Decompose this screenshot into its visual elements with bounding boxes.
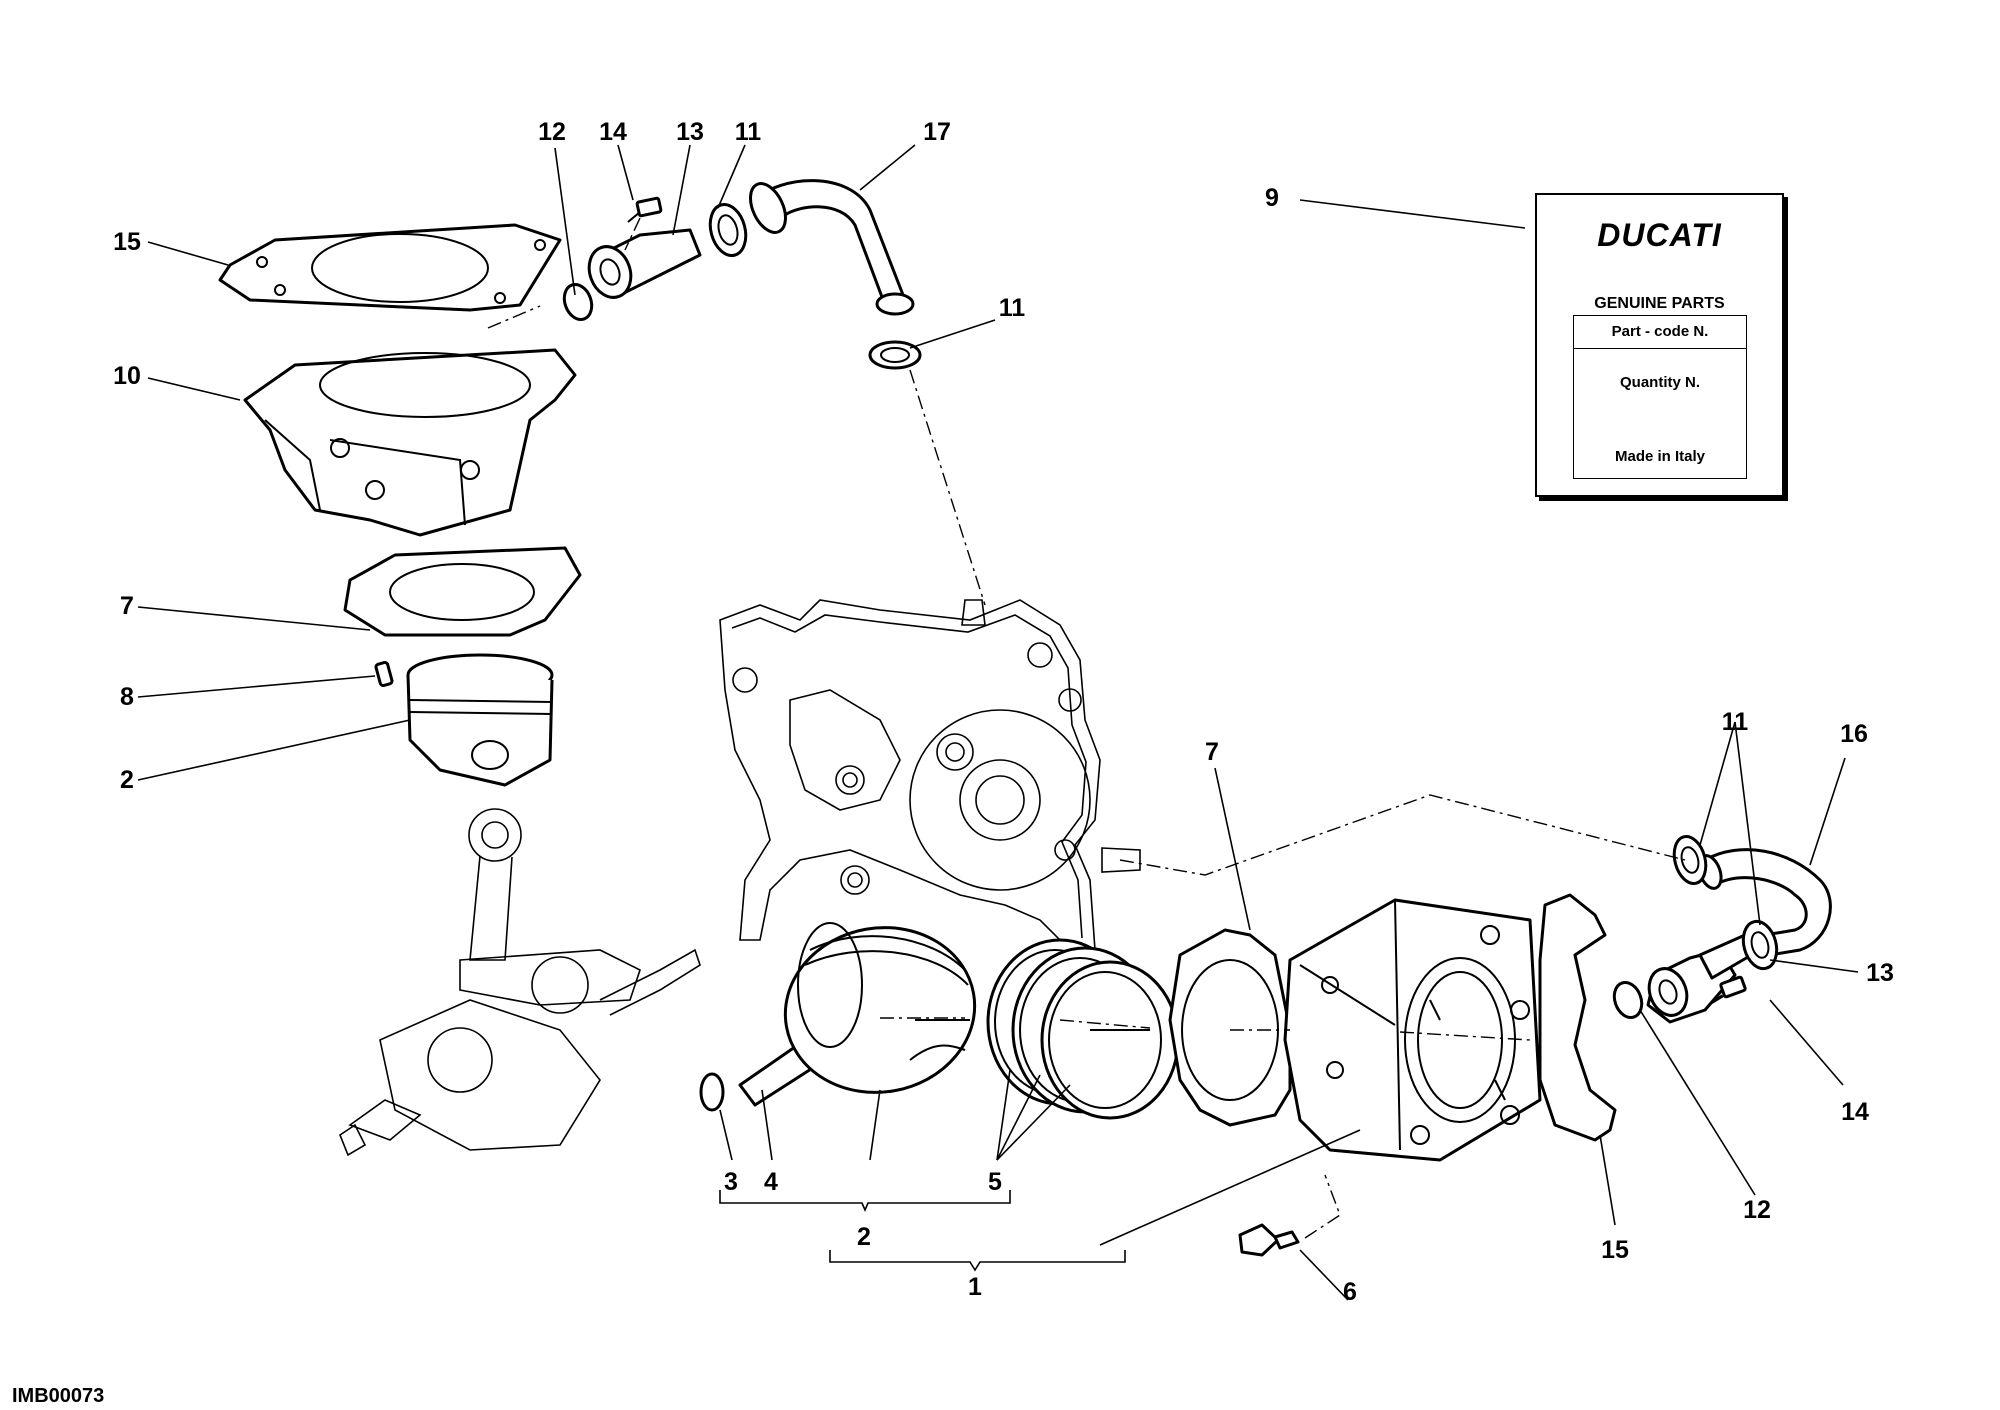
callout-13: 13	[676, 118, 704, 146]
label-info-box: Part - code N. Quantity N. Made in Italy	[1573, 315, 1747, 479]
o-ring-top	[562, 283, 594, 321]
hose-clamp-top-left	[708, 203, 748, 257]
cylinder-top	[243, 348, 577, 537]
callout-10: 10	[113, 362, 141, 390]
made-in-text: Made in Italy	[1614, 448, 1706, 465]
piston-top	[406, 653, 554, 787]
brace-cylinder-assembly	[829, 1250, 1126, 1272]
genuine-parts-label: DUCATI GENUINE PARTS Part - code N. Quan…	[1535, 193, 1784, 497]
brace-piston-assembly	[719, 1190, 1011, 1213]
cylinder-screw	[1238, 1223, 1300, 1257]
genuine-parts-text: GENUINE PARTS	[1594, 295, 1725, 312]
cylinder-head-gasket-top	[218, 223, 562, 312]
piston-bottom	[783, 922, 977, 1094]
callout-7: 7	[1205, 738, 1219, 766]
crankshaft-and-conrod	[339, 808, 701, 1157]
callout-15: 15	[113, 228, 141, 256]
o-ring-bottom	[1612, 981, 1644, 1019]
callout-2: 2	[120, 766, 134, 794]
callout-labels: 12 14 13 11 17 11 9 15 10 7 8 2 7 11 16 …	[113, 118, 1894, 1306]
leader-lines	[137, 144, 1859, 1301]
callout-6: 6	[1343, 1278, 1357, 1306]
bolt-bottom	[1711, 975, 1747, 1004]
callout-11: 11	[999, 294, 1026, 322]
diagram-reference-code: IMB00073	[12, 1385, 105, 1407]
water-union-top	[587, 228, 702, 299]
callout-3: 3	[724, 1168, 738, 1196]
part-code-text: Part - code N.	[1611, 323, 1709, 340]
callout-12: 12	[538, 118, 566, 146]
callout-12: 12	[1743, 1196, 1771, 1224]
brand-logo-text: DUCATI	[1597, 217, 1722, 253]
callout-14: 14	[1841, 1098, 1869, 1126]
crankcase-outline	[719, 599, 1141, 951]
dowel-pin	[374, 660, 394, 688]
assembly-lines	[487, 217, 1723, 1239]
hose-clamp-top-right	[868, 340, 922, 370]
callout-7: 7	[120, 592, 134, 620]
circlip	[699, 1072, 725, 1112]
callout-13: 13	[1866, 959, 1894, 987]
callout-5: 5	[988, 1168, 1002, 1196]
callout-11: 11	[1722, 708, 1749, 736]
cylinder-bottom	[1283, 898, 1542, 1162]
hose-clamp-bottom-left	[1672, 834, 1708, 886]
callout-16: 16	[1840, 720, 1868, 748]
base-gasket-top	[343, 546, 582, 637]
quantity-text: Quantity N.	[1619, 374, 1700, 391]
callout-4: 4	[764, 1168, 778, 1196]
water-hose-top	[749, 179, 915, 316]
piston-rings	[986, 938, 1180, 1120]
callout-15: 15	[1601, 1236, 1629, 1264]
callout-8: 8	[120, 683, 134, 711]
callout-11: 11	[735, 118, 762, 146]
label-divider	[1574, 348, 1746, 349]
base-gasket-bottom	[1168, 928, 1292, 1127]
callout-2: 2	[857, 1223, 871, 1251]
callout-1: 1	[968, 1273, 982, 1301]
callout-17: 17	[923, 118, 951, 146]
hose-clamp-bottom-right	[1741, 919, 1779, 971]
callout-14: 14	[599, 118, 627, 146]
head-gasket-bottom	[1538, 893, 1617, 1142]
callout-9: 9	[1265, 184, 1279, 212]
bolt-top	[627, 196, 663, 223]
